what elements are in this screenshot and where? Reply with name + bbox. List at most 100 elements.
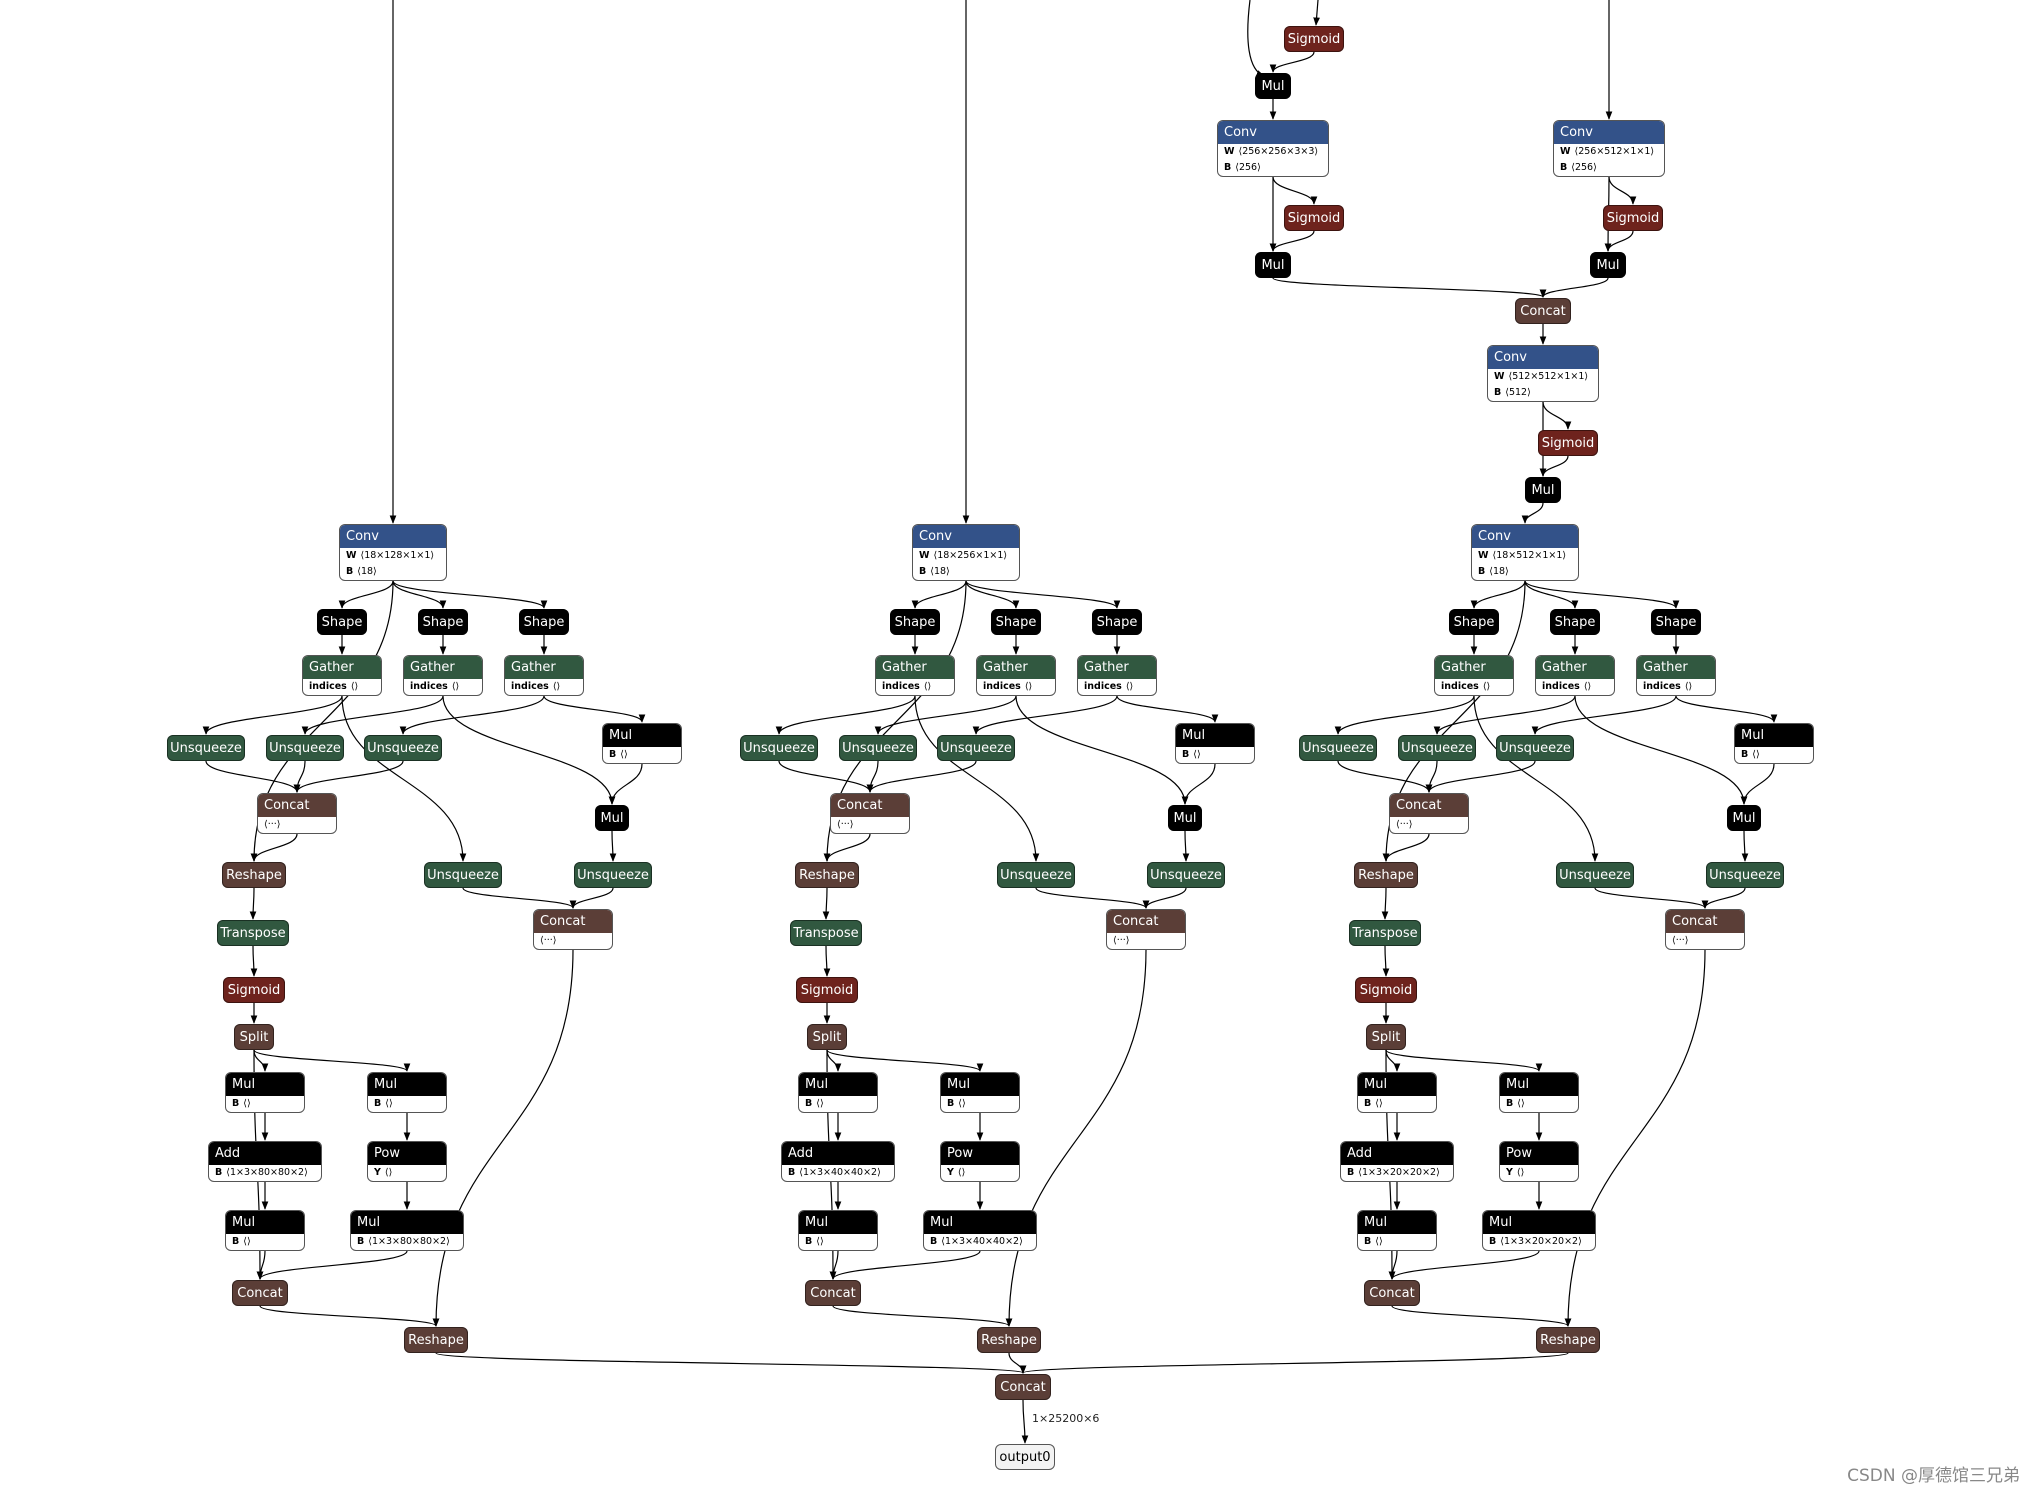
node-shape[interactable]: Shape [418, 609, 468, 635]
node-concat[interactable]: Concat⟨···⟩ [830, 793, 910, 834]
node-unsqueeze[interactable]: Unsqueeze [1147, 862, 1225, 888]
node-output0[interactable]: output0 [995, 1444, 1055, 1470]
node-sigmoid[interactable]: Sigmoid [1538, 430, 1598, 456]
node-unsqueeze[interactable]: Unsqueeze [997, 862, 1075, 888]
node-concat[interactable]: Concat [995, 1374, 1051, 1400]
node-split[interactable]: Split [807, 1024, 847, 1050]
node-unsqueeze[interactable]: Unsqueeze [364, 735, 442, 761]
node-unsqueeze[interactable]: Unsqueeze [1706, 862, 1784, 888]
node-unsqueeze[interactable]: Unsqueeze [740, 735, 818, 761]
node-mul[interactable]: Mul [1255, 252, 1291, 278]
node-concat[interactable]: Concat⟨···⟩ [533, 909, 613, 950]
node-concat[interactable]: Concat⟨···⟩ [257, 793, 337, 834]
node-mul[interactable]: Mul [595, 805, 629, 831]
node-sigmoid[interactable]: Sigmoid [1355, 977, 1417, 1003]
node-split[interactable]: Split [234, 1024, 274, 1050]
node-concat[interactable]: Concat [805, 1280, 861, 1306]
node-title: Gather [505, 656, 583, 679]
node-reshape[interactable]: Reshape [404, 1327, 468, 1353]
node-concat[interactable]: Concat [1364, 1280, 1420, 1306]
node-shape[interactable]: Shape [1092, 609, 1142, 635]
node-shape[interactable]: Shape [1651, 609, 1701, 635]
node-reshape[interactable]: Reshape [1354, 862, 1418, 888]
node-mul[interactable]: Mul [1727, 805, 1761, 831]
node-unsqueeze[interactable]: Unsqueeze [424, 862, 502, 888]
node-unsqueeze[interactable]: Unsqueeze [839, 735, 917, 761]
node-shape[interactable]: Shape [1550, 609, 1600, 635]
node-mul[interactable]: Mul [1255, 73, 1291, 99]
node-unsqueeze[interactable]: Unsqueeze [1299, 735, 1377, 761]
node-reshape[interactable]: Reshape [1536, 1327, 1600, 1353]
node-unsqueeze[interactable]: Unsqueeze [266, 735, 344, 761]
attribute-key: W [1560, 146, 1571, 157]
node-concat[interactable]: Concat⟨···⟩ [1389, 793, 1469, 834]
node-concat[interactable]: Concat [1515, 298, 1571, 324]
node-shape[interactable]: Shape [1449, 609, 1499, 635]
node-reshape[interactable]: Reshape [795, 862, 859, 888]
node-shape[interactable]: Shape [519, 609, 569, 635]
node-unsqueeze[interactable]: Unsqueeze [1496, 735, 1574, 761]
node-shape[interactable]: Shape [317, 609, 367, 635]
node-sigmoid[interactable]: Sigmoid [223, 977, 285, 1003]
node-sigmoid[interactable]: Sigmoid [1284, 205, 1344, 231]
node-reshape[interactable]: Reshape [977, 1327, 1041, 1353]
node-unsqueeze[interactable]: Unsqueeze [1398, 735, 1476, 761]
node-shape[interactable]: Shape [991, 609, 1041, 635]
node-mul[interactable]: Mul [1590, 252, 1626, 278]
node-transpose[interactable]: Transpose [217, 920, 289, 946]
node-transpose[interactable]: Transpose [1349, 920, 1421, 946]
node-unsqueeze[interactable]: Unsqueeze [1556, 862, 1634, 888]
node-shape[interactable]: Shape [890, 609, 940, 635]
node-split[interactable]: Split [1366, 1024, 1406, 1050]
node-unsqueeze[interactable]: Unsqueeze [574, 862, 652, 888]
node-unsqueeze[interactable]: Unsqueeze [937, 735, 1015, 761]
node-sigmoid[interactable]: Sigmoid [1603, 205, 1663, 231]
node-concat[interactable]: Concat [232, 1280, 288, 1306]
node-concat[interactable]: Concat⟨···⟩ [1106, 909, 1186, 950]
node-unsqueeze[interactable]: Unsqueeze [167, 735, 245, 761]
node-mul[interactable]: Mul [1525, 477, 1561, 503]
node-concat[interactable]: Concat⟨···⟩ [1665, 909, 1745, 950]
node-mul[interactable]: Mul [1168, 805, 1202, 831]
node-sigmoid[interactable]: Sigmoid [1284, 26, 1344, 52]
node-reshape[interactable]: Reshape [222, 862, 286, 888]
node-transpose[interactable]: Transpose [790, 920, 862, 946]
node-sigmoid[interactable]: Sigmoid [796, 977, 858, 1003]
